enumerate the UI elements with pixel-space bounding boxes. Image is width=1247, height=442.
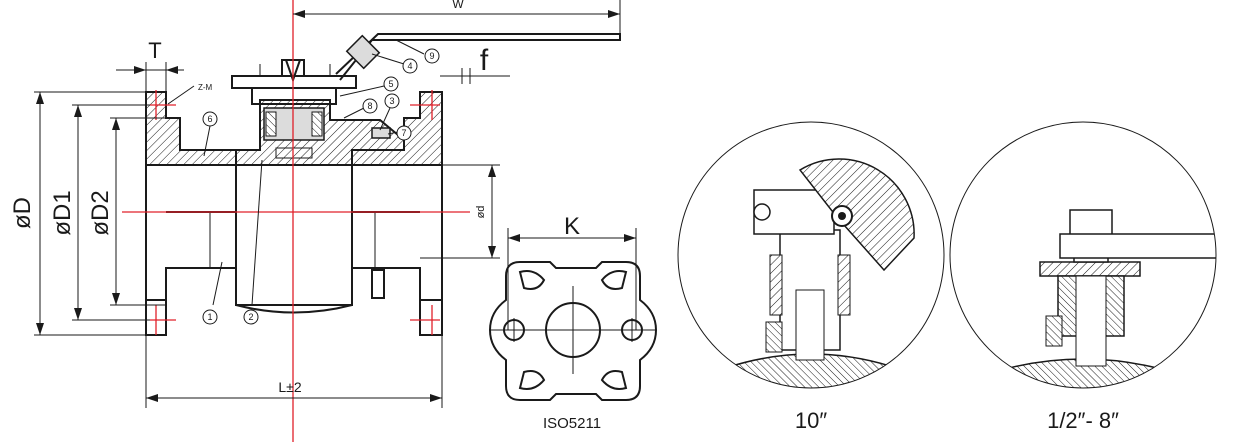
zm-leader xyxy=(167,85,195,105)
callout-8 xyxy=(362,98,378,114)
dim-d2-label: øD2 xyxy=(87,190,114,235)
dim-d-arrow-t xyxy=(36,92,44,104)
dim-k-arrow-r xyxy=(624,234,636,242)
size-small-caption: 1/2″- 8″ xyxy=(1047,408,1119,433)
detail2-border xyxy=(949,121,1217,389)
iso5211-flange-view: K ISO5211 xyxy=(488,213,658,432)
leader-8 xyxy=(343,107,365,119)
dim-l-label: L±2 xyxy=(278,379,301,395)
callouts: 1 2 3 4 5 6 7 8 9 xyxy=(202,39,440,325)
dim-d2-arrow-t xyxy=(112,118,120,130)
detail1-hatch-l xyxy=(769,254,783,316)
side-plug xyxy=(371,269,385,299)
left-flange xyxy=(145,91,237,166)
dim-t-label: T xyxy=(148,38,161,63)
callout-9 xyxy=(424,48,440,64)
callout-3 xyxy=(384,93,400,109)
detail1-border xyxy=(677,121,945,389)
slot-tl xyxy=(518,270,546,290)
detail1-stem xyxy=(795,289,825,361)
dim-d-label: øD xyxy=(9,197,36,229)
detail1-handwheel xyxy=(798,158,915,272)
dim-k-arrow-l xyxy=(508,234,520,242)
flange-outline xyxy=(488,261,658,401)
dim-f-label: f xyxy=(480,44,489,77)
leader-4 xyxy=(371,53,405,65)
stem-top xyxy=(281,59,305,77)
dim-d-arrow-b xyxy=(36,323,44,335)
dim-d1-arrow-b xyxy=(74,308,82,320)
callout-4-label: 4 xyxy=(407,61,412,71)
size-10-caption: 10″ xyxy=(795,408,827,433)
handle-lever xyxy=(335,33,621,81)
detail2-plate xyxy=(1039,261,1141,277)
callout-7 xyxy=(396,125,412,141)
dim-t-arrow-r xyxy=(166,66,178,74)
dim-d1-label: øD1 xyxy=(49,190,76,235)
dim-k-label: K xyxy=(564,213,580,240)
iso5211-caption: ISO5211 xyxy=(543,415,601,432)
handle-grip xyxy=(345,34,381,70)
callout-3-label: 3 xyxy=(389,96,394,106)
right-flange-lower xyxy=(419,165,443,336)
detail2-stem xyxy=(1075,275,1107,367)
callout-2-label: 2 xyxy=(248,312,253,322)
slot-br xyxy=(600,370,628,390)
callout-1 xyxy=(202,309,218,325)
callout-8-label: 8 xyxy=(367,101,372,111)
leader-7 xyxy=(387,131,399,135)
detail2-lever xyxy=(1059,233,1216,259)
detail-small-size: 1/2″- 8″ xyxy=(949,121,1217,433)
callout-4 xyxy=(402,58,418,74)
callout-1-label: 1 xyxy=(207,312,212,322)
detail2-stop xyxy=(1045,315,1063,347)
leader-5 xyxy=(339,85,385,97)
dim-bore-label: ød xyxy=(475,206,487,219)
dim-d2-arrow-b xyxy=(112,293,120,305)
detail-10-inch: 10″ xyxy=(677,121,945,433)
dim-zm-label: Z-M xyxy=(198,83,213,92)
stop-pin xyxy=(371,127,391,139)
dim-w-arrow-r xyxy=(608,10,620,18)
slot-tr xyxy=(600,270,628,290)
callout-6 xyxy=(202,111,218,127)
callout-5 xyxy=(383,76,399,92)
dim-bore-arrow-t xyxy=(488,165,496,177)
slot-bl xyxy=(518,370,546,390)
detail1-bolt xyxy=(753,203,771,221)
detail1-stop xyxy=(765,321,783,353)
callout-5-label: 5 xyxy=(388,79,393,89)
valve-body xyxy=(146,164,442,306)
callout-6-label: 6 xyxy=(207,114,212,124)
dim-w-label: W xyxy=(452,0,464,11)
dim-t-arrow-l xyxy=(134,66,146,74)
dim-w-arrow-l xyxy=(293,10,305,18)
detail1-hatch-r xyxy=(837,254,851,316)
callout-7-label: 7 xyxy=(401,128,406,138)
dim-l-arrow-r xyxy=(430,394,442,402)
leader-3 xyxy=(379,107,391,131)
leader-9 xyxy=(395,39,425,55)
gland-right xyxy=(311,111,323,137)
detail1-hub-center xyxy=(838,212,846,220)
valve-section-view xyxy=(122,0,621,442)
stem-base xyxy=(275,147,313,159)
detail1-body xyxy=(678,353,944,388)
leader-6 xyxy=(203,125,211,157)
dim-d1-arrow-t xyxy=(74,105,82,117)
callout-2 xyxy=(243,309,259,325)
dim-l-arrow-l xyxy=(146,394,158,402)
gland-left xyxy=(265,111,277,137)
leader-2 xyxy=(251,159,263,306)
dim-bore-arrow-b xyxy=(488,246,496,258)
leader-1 xyxy=(212,261,223,306)
callout-9-label: 9 xyxy=(429,51,434,61)
dimensions: W T Z-M f øD øD1 øD2 xyxy=(9,0,621,408)
